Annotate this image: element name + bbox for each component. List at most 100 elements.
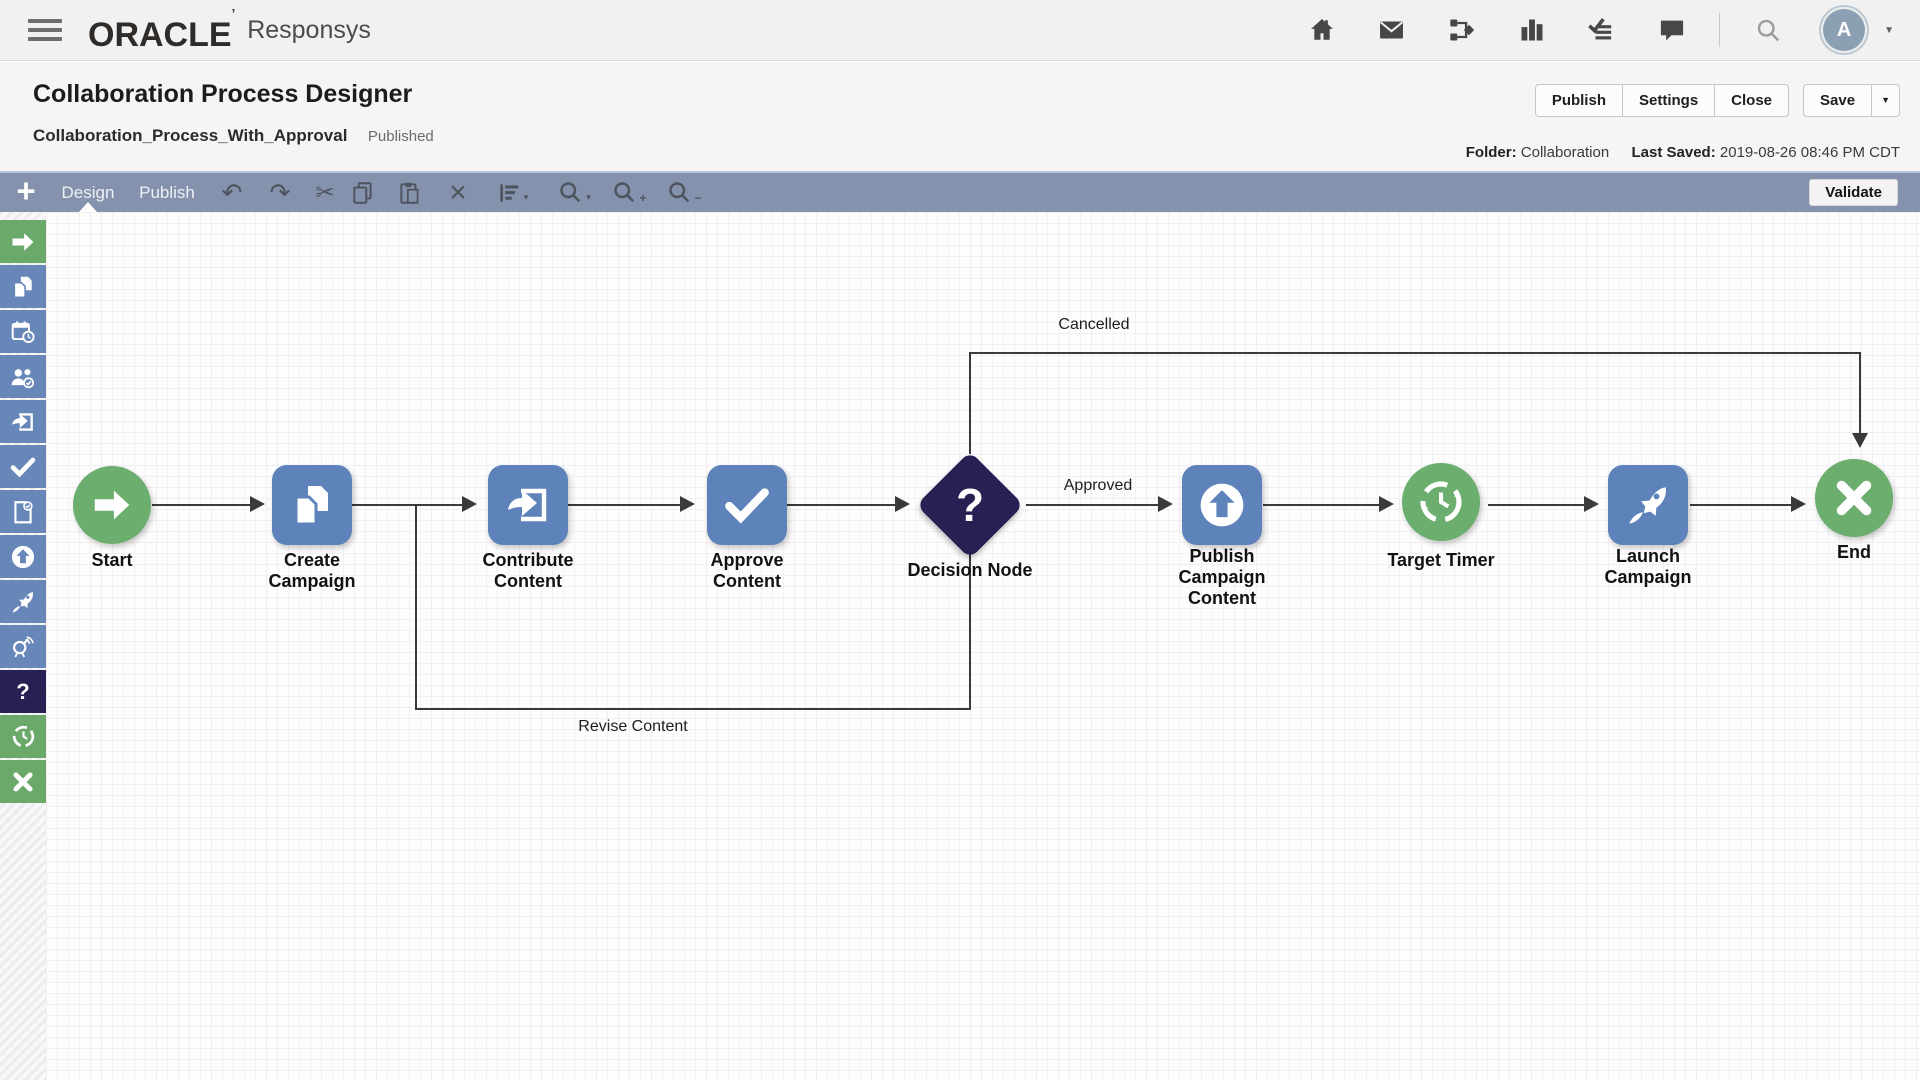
page-title: Collaboration Process Designer bbox=[33, 80, 413, 108]
node-publish-campaign-content[interactable] bbox=[1182, 465, 1262, 545]
node-label-approve-content: Approve Content bbox=[710, 550, 784, 591]
arrow-right-icon bbox=[94, 490, 130, 520]
mail-icon[interactable] bbox=[1377, 16, 1406, 45]
undo-icon[interactable]: ↶ bbox=[221, 178, 243, 207]
active-tab-indicator bbox=[79, 202, 97, 212]
edge-contribute-approve bbox=[568, 504, 682, 506]
node-label-create-campaign: Create Campaign bbox=[268, 550, 356, 591]
add-node-button[interactable]: + bbox=[16, 171, 36, 209]
publish-button[interactable]: Publish bbox=[1534, 84, 1623, 117]
oracle-logo: ORACLE’ bbox=[88, 5, 236, 54]
node-start[interactable] bbox=[73, 466, 151, 544]
search-icon[interactable] bbox=[1753, 16, 1782, 45]
palette-item-publish-content[interactable] bbox=[0, 535, 46, 578]
node-label-publish-campaign-content: Publish Campaign Content bbox=[1178, 546, 1266, 608]
redo-icon[interactable]: ↷ bbox=[269, 178, 291, 207]
palette-item-launch-campaign[interactable] bbox=[0, 580, 46, 623]
edge-decision-publish bbox=[1026, 504, 1160, 506]
tab-design[interactable]: Design bbox=[61, 182, 115, 202]
program-icon[interactable] bbox=[1447, 16, 1476, 45]
folder-value: Collaboration bbox=[1520, 144, 1610, 161]
delete-icon[interactable]: × bbox=[449, 175, 467, 209]
last-saved-value: 2019-08-26 08:46 PM CDT bbox=[1719, 144, 1900, 161]
cross-icon bbox=[13, 771, 33, 792]
edge-label-revise-content[interactable]: Revise Content bbox=[578, 718, 688, 735]
node-launch-campaign[interactable] bbox=[1608, 465, 1688, 545]
node-contribute-content[interactable] bbox=[488, 465, 568, 545]
node-label-decision: Decision Node bbox=[907, 560, 1033, 580]
page-check-icon bbox=[14, 500, 33, 523]
question-mark-icon: ? bbox=[955, 479, 985, 531]
save-button-group: Save ▼ bbox=[1803, 84, 1900, 117]
palette-item-audience[interactable] bbox=[0, 355, 46, 398]
process-name: Collaboration_Process_With_Approval bbox=[33, 126, 348, 145]
arrowhead bbox=[680, 496, 695, 512]
rocket-icon bbox=[12, 591, 34, 612]
node-target-timer[interactable] bbox=[1402, 463, 1480, 541]
save-dropdown-caret[interactable]: ▼ bbox=[1872, 84, 1900, 117]
align-icon[interactable]: ▾ bbox=[490, 173, 534, 212]
designer-toolbar: + Design Publish ↶ ↷ ✂ × ▾ ▾ + − Validat bbox=[0, 171, 1920, 212]
palette-item-start[interactable] bbox=[0, 220, 46, 263]
save-button[interactable]: Save bbox=[1803, 84, 1873, 117]
question-mark-icon: ? bbox=[16, 678, 30, 704]
settings-button[interactable]: Settings bbox=[1622, 84, 1716, 117]
edge-cancelled-up bbox=[969, 352, 971, 454]
design-canvas[interactable] bbox=[46, 212, 1920, 1080]
satellite-icon bbox=[13, 635, 34, 657]
palette-item-review-page[interactable] bbox=[0, 490, 46, 533]
people-check-icon bbox=[11, 368, 35, 388]
palette-item-broadcast[interactable] bbox=[0, 625, 46, 668]
node-decision[interactable]: ? bbox=[916, 451, 1024, 559]
palette-item-schedule[interactable] bbox=[0, 310, 46, 353]
arrowhead bbox=[895, 496, 910, 512]
import-icon bbox=[508, 488, 547, 522]
avatar[interactable]: A bbox=[1823, 9, 1866, 51]
checkmark-icon bbox=[10, 457, 36, 477]
zoom-out-icon[interactable]: − bbox=[662, 173, 706, 212]
paste-icon[interactable] bbox=[392, 173, 428, 212]
status-badge: Published bbox=[367, 128, 434, 145]
chat-icon[interactable] bbox=[1657, 16, 1686, 45]
documents-icon bbox=[294, 486, 328, 526]
edge-label-approved[interactable]: Approved bbox=[1063, 477, 1133, 494]
analytics-icon[interactable] bbox=[1517, 16, 1546, 45]
calendar-clock-icon bbox=[11, 320, 35, 343]
upload-circle-icon bbox=[1200, 483, 1244, 527]
node-create-campaign[interactable] bbox=[272, 465, 352, 545]
palette-item-end[interactable] bbox=[0, 760, 46, 803]
home-icon[interactable] bbox=[1307, 16, 1336, 45]
avatar-caret-icon[interactable]: ▼ bbox=[1884, 24, 1894, 36]
node-end[interactable] bbox=[1815, 459, 1893, 537]
topbar-divider bbox=[1719, 13, 1721, 47]
node-label-start: Start bbox=[91, 550, 133, 570]
palette-item-timer[interactable] bbox=[0, 715, 46, 758]
palette-item-approve-content[interactable] bbox=[0, 445, 46, 488]
zoom-icon[interactable]: ▾ bbox=[552, 173, 596, 212]
edge-cancelled-across bbox=[969, 352, 1861, 354]
node-label-contribute-content: Contribute Content bbox=[482, 550, 574, 591]
tab-publish[interactable]: Publish bbox=[139, 182, 195, 202]
tasks-icon[interactable] bbox=[1587, 16, 1616, 45]
copy-icon[interactable] bbox=[345, 173, 381, 212]
edge-label-cancelled[interactable]: Cancelled bbox=[1058, 316, 1130, 333]
node-label-end: End bbox=[1837, 542, 1871, 562]
zoom-in-icon[interactable]: + bbox=[607, 173, 651, 212]
node-label-target-timer: Target Timer bbox=[1387, 550, 1495, 570]
edge-cancelled-down bbox=[1859, 352, 1861, 433]
palette-item-contribute-content[interactable] bbox=[0, 400, 46, 443]
edge-launch-end bbox=[1690, 504, 1793, 506]
edge-create-contribute bbox=[352, 504, 464, 506]
close-button[interactable]: Close bbox=[1715, 84, 1790, 117]
arrowhead bbox=[1584, 496, 1599, 512]
palette-item-decision[interactable]: ? bbox=[0, 670, 46, 713]
edge-approve-decision bbox=[787, 504, 897, 506]
hamburger-menu-icon[interactable] bbox=[28, 19, 62, 41]
documents-icon bbox=[13, 276, 32, 298]
arrowhead bbox=[1379, 496, 1394, 512]
palette-item-create-campaign[interactable] bbox=[0, 265, 46, 308]
node-approve-content[interactable] bbox=[707, 465, 787, 545]
validate-button[interactable]: Validate bbox=[1809, 179, 1898, 206]
cut-icon[interactable]: ✂ bbox=[315, 179, 335, 205]
